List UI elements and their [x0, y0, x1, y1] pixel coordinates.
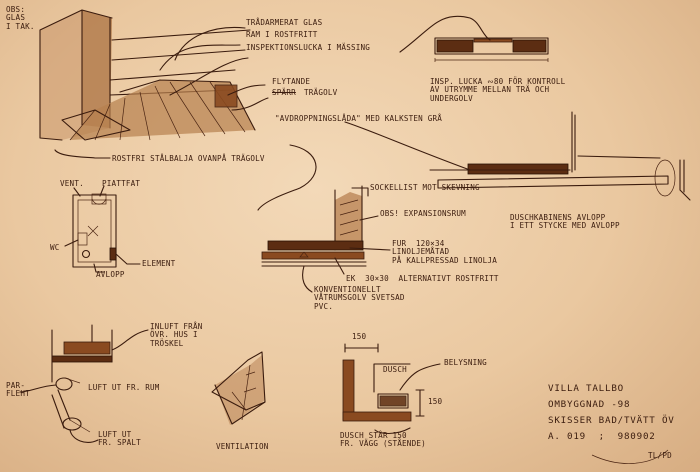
label-luft-ut-spalt: LUFT UT FR. SPALT [98, 430, 141, 448]
label-konventionellt: KONVENTIONELLT VÅTRUMSGOLV SVETSAD PVC. [314, 285, 405, 311]
label-trägolv-struck: SPÄRR [272, 88, 296, 97]
inspection-hatch-detail [399, 15, 549, 62]
label-duschkabinens-avlopp: DUSCHKABINENS AVLOPP I ETT STYCKE MED AV… [510, 213, 620, 231]
label-ek: EK 30×30 ALTERNATIVT ROSTFRITT [346, 274, 499, 283]
label-dim-150-side: 150 [428, 397, 443, 406]
title-flourish [591, 449, 669, 464]
label-obs-expansion: OBS! EXPANSIONSRUM [380, 209, 466, 218]
label-vent: VENT. [60, 179, 84, 188]
label-parfleht: PAR- FLEHT [6, 381, 30, 399]
label-tradarmerat-glas: TRÅDARMERAT GLAS [246, 18, 323, 27]
ventilation-section-b [211, 351, 266, 425]
label-trägolv: TRÄGOLV [304, 88, 338, 97]
label-obs-glas: OBS: GLAS I TAK. [6, 5, 35, 31]
label-sockellist: SOCKELLIST MOT SKEVNING [370, 183, 480, 192]
title-initials: TL/PD [648, 451, 672, 460]
floor-section-detail [257, 144, 391, 293]
label-belysning: BELYSNING [444, 358, 487, 367]
label-ram-rostfritt: RAM I ROSTFRITT [246, 30, 318, 39]
title-drawing-number: A. 019 ; 980902 [548, 431, 656, 442]
label-rostfri-stalbalja: ROSTFRI STÅLBALJA OVANPÅ TRÄGOLV [112, 154, 265, 163]
title-villa-tallbo: VILLA TALLBO [548, 383, 624, 394]
shower-plan-detail [342, 343, 441, 435]
drain-box-section [344, 111, 691, 201]
label-element: ELEMENT [142, 259, 176, 268]
label-dim-150-top: 150 [352, 332, 367, 341]
label-ventilation: VENTILATION [216, 442, 269, 451]
bathroom-perspective-sketch [39, 9, 269, 159]
label-flytande: FLYTANDE [272, 77, 311, 86]
label-fur: FUR 120×34 LINOLJEMÅTAD PÅ KALLPRESSAD L… [392, 239, 497, 265]
label-wc: WC [50, 243, 60, 252]
label-piattfat: PIATTFAT [102, 179, 141, 188]
label-dusch: DUSCH [383, 365, 407, 374]
ventilation-section-a [19, 324, 149, 443]
bathroom-floor-plan [64, 185, 141, 273]
title-ombyggnad: OMBYGGNAD -98 [548, 399, 631, 410]
title-skisser: SKISSER BAD/TVÄTT ÖV [548, 415, 675, 426]
label-insp-lucka-note: INSP. LUCKA ∾80 FÖR KONTROLL AV UTRYMME … [430, 77, 566, 103]
label-dusch-star: DUSCH STÅR 150 FR. VÄGG (STÅENDE) [340, 431, 426, 449]
label-inluft: INLUFT FRÅN ÖVR. HUS I TRÖSKEL [150, 322, 203, 348]
label-luft-ut-rum: LUFT UT FR. RUM [88, 383, 160, 392]
label-avdroppningslada: "AVDROPPNINGSLÅDA" MED KALKSTEN GRÅ [275, 114, 443, 123]
label-avlopp: AVLOPP [96, 270, 125, 279]
label-inspektionslucka: INSPEKTIONSLUCKA I MÄSSING [246, 43, 371, 52]
